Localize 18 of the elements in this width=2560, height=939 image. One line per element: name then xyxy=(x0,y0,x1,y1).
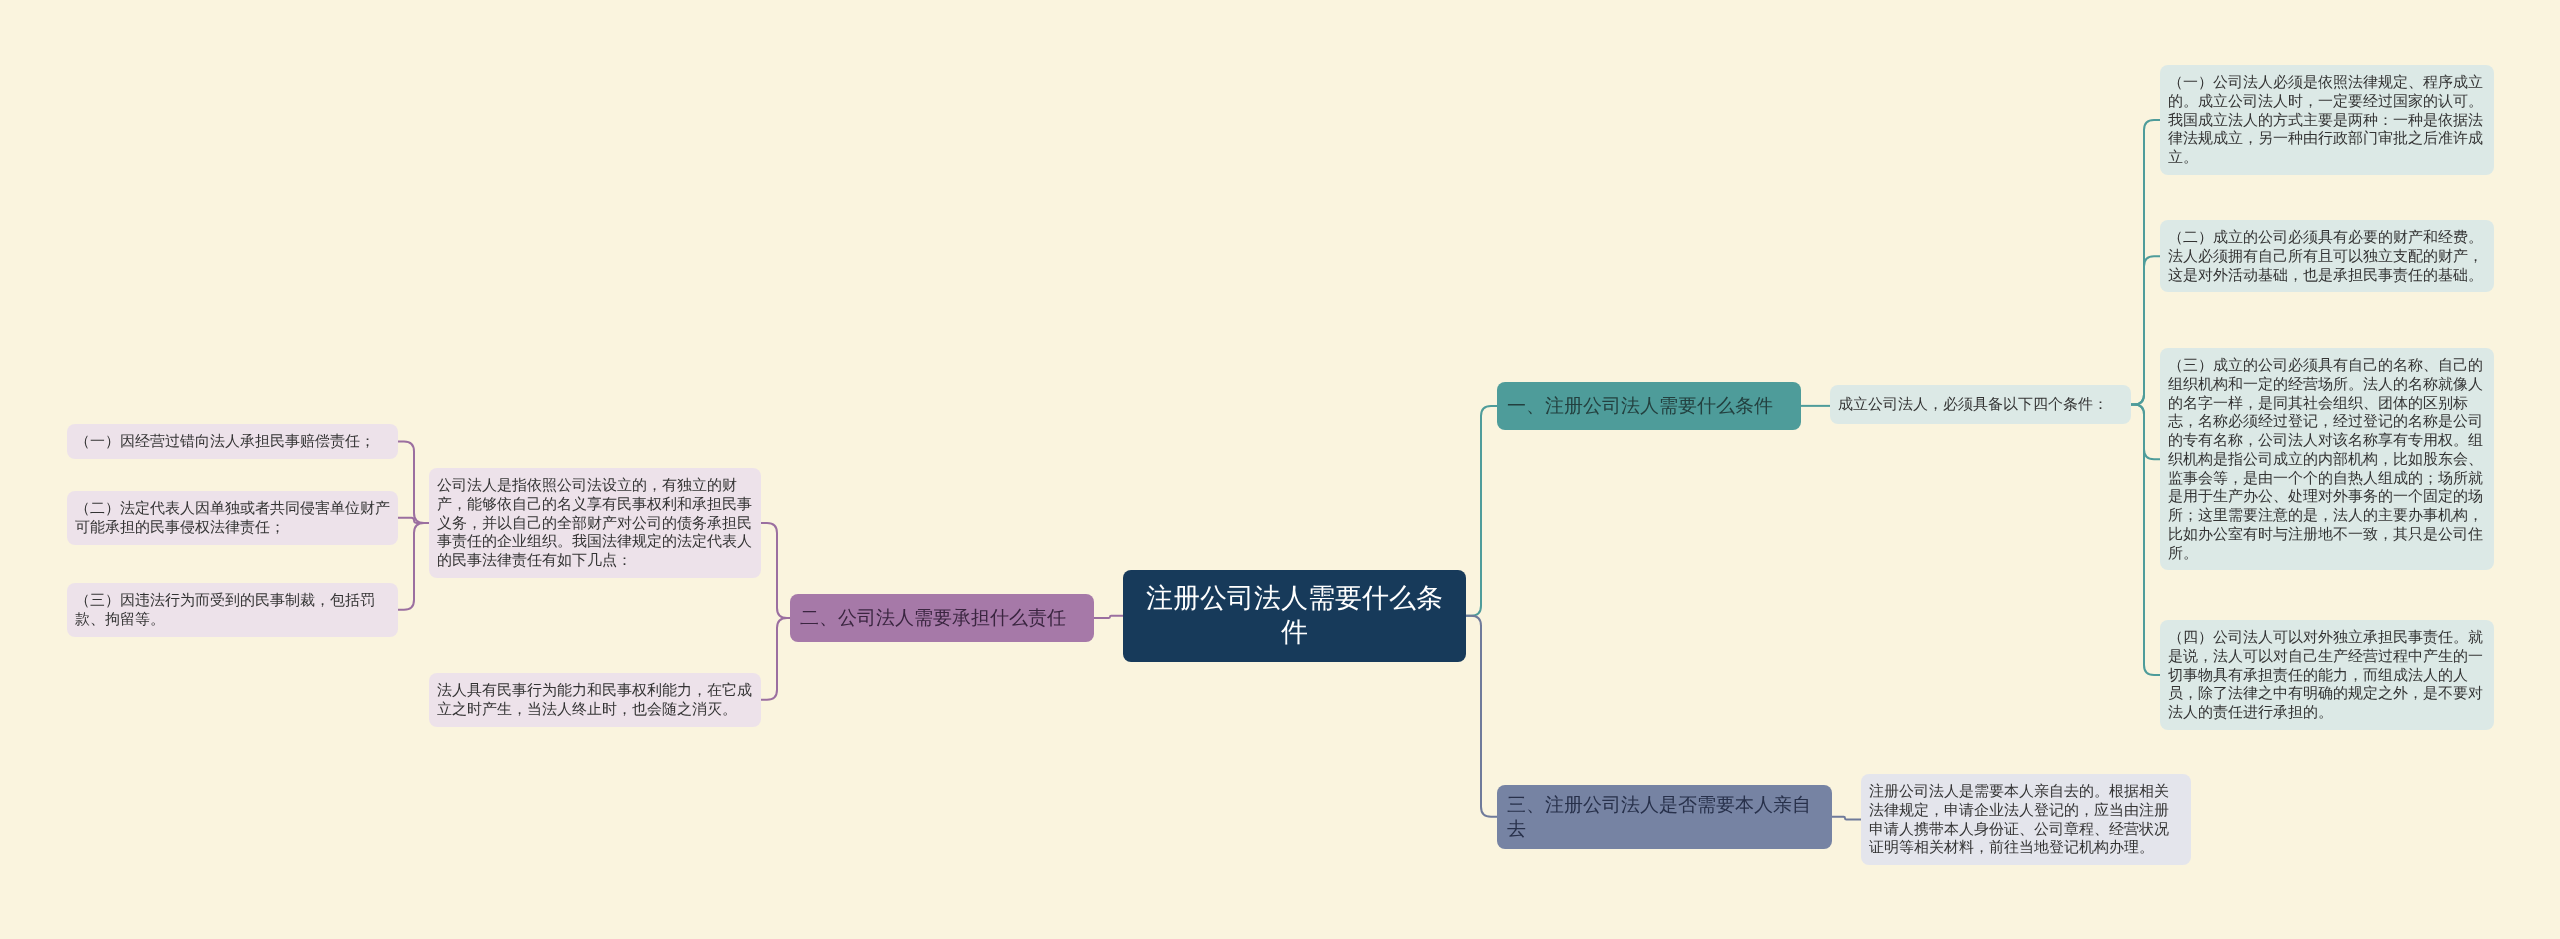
branch-box: 二、公司法人需要承担什么责任 xyxy=(790,594,1094,642)
text-box: （三）成立的公司必须具有自己的名称、自己的组织机构和一定的经营场所。法人的名称就像人的名字一样，是同其社会组织、团体的区别标志，名称必须经过登记，经过登记的名称是公司的专有名称，公司法人对该名称享有专用权。组织机构是指公司成立的内部机构，比如股东会、监事会等，是由一个个的自热人组成的；场所就是用于生产办公、处理对外事务的一个固定的场所；这里需要注意的是，法人的主要办事机构，比如办公室有时与注册地不一致，其只是公司住所。 xyxy=(2160,348,2494,571)
connector-line xyxy=(1800,404,1831,407)
text-box: 注册公司法人是需要本人亲自去的。根据相关法律规定，申请企业法人登记的，应当由注册申请人携带本人身份证、公司章程、经营状况证明等相关材料，前往当地登记机构办理。 xyxy=(1861,774,2191,865)
branch-box: 一、注册公司法人需要什么条件 xyxy=(1497,382,1801,430)
text-box: （一）因经营过错向法人承担民事赔偿责任； xyxy=(67,424,398,459)
text-box: 法人具有民事行为能力和民事权利能力，在它成立之时产生，当法人终止时，也会随之消灭。 xyxy=(429,673,761,727)
text-box: （二）成立的公司必须具有必要的财产和经费。法人必须拥有自己所有且可以独立支配的财产，这是对外活动基础，也是承担民事责任的基础。 xyxy=(2160,220,2494,293)
text-box: （一）公司法人必须是依照法律规定、程序成立的。成立公司法人时，一定要经过国家的认可。我国成立法人的方式主要是两种：一种是依据法律法规成立，另一种由行政部门审批之后准许成立。 xyxy=(2160,65,2494,175)
text-box: 公司法人是指依照公司法设立的，有独立的财产，能够依自己的名义享有民事权利和承担民事义务，并以自己的全部财产对公司的债务承担民事责任的企业组织。我国法律规定的法定代表人的民事法律责任有如下几点： xyxy=(429,468,761,578)
connector-line xyxy=(1831,815,1862,821)
text-box: （四）公司法人可以对外独立承担民事责任。就是说，法人可以对自己生产经营过程中产生的一切事物具有承担责任的能力，而组成法人的人员，除了法律之中有明确的规定之外，是不要对法人的责任进行承担的。 xyxy=(2160,620,2494,730)
connector-line xyxy=(1093,614,1124,619)
subtopic-box: 成立公司法人，必须具备以下四个条件： xyxy=(1830,385,2131,424)
text-box: （三）因违法行为而受到的民事制裁，包括罚款、拘留等。 xyxy=(67,583,398,637)
branch-box: 三、注册公司法人是否需要本人亲自去 xyxy=(1497,785,1832,849)
central-topic-box: 注册公司法人需要什么条件 xyxy=(1123,570,1466,662)
text-box: （二）法定代表人因单独或者共同侵害单位财产可能承担的民事侵权法律责任； xyxy=(67,491,398,545)
